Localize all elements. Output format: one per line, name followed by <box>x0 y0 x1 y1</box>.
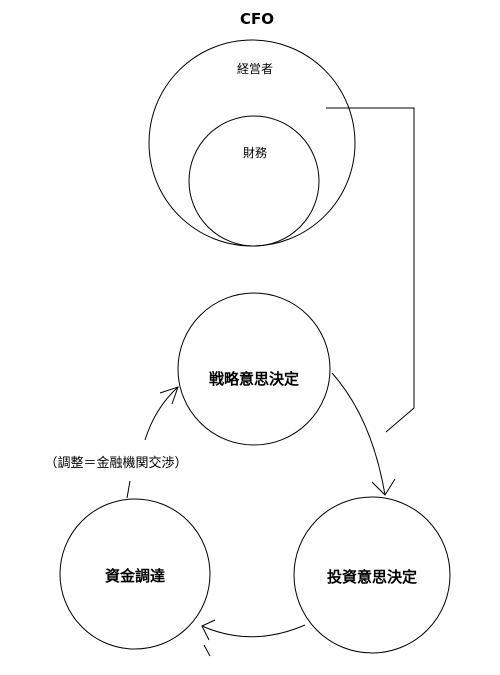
strategy-to-investment-arrow <box>331 372 386 496</box>
investment-to-financing-arrow <box>201 624 306 638</box>
financing-to-strategy-upper-arrow <box>144 386 179 441</box>
investment-cycle-tick <box>203 644 211 657</box>
coordination-annotation: （調整＝金融機関交渉） <box>44 455 187 471</box>
financing-label: 資金調達 <box>105 567 165 585</box>
financing-circle <box>59 498 211 650</box>
cfo-connector-line <box>326 107 415 433</box>
finance-circle <box>188 115 320 247</box>
investment-decision-label: 投資意思決定 <box>327 568 417 586</box>
management-label: 経営者 <box>237 62 273 76</box>
diagram-title: CFO <box>240 10 274 28</box>
strategy-to-investment-arrowhead <box>371 478 396 496</box>
finance-label: 財務 <box>243 145 267 160</box>
strategy-decision-label: 戦略意思決定 <box>209 370 299 388</box>
investment-decision-circle <box>293 496 451 654</box>
financing-to-strategy-lower-arrow <box>126 480 131 499</box>
investment-to-financing-arrowhead <box>201 619 216 641</box>
strategy-decision-circle <box>177 292 331 446</box>
financing-to-strategy-arrowhead <box>159 386 179 405</box>
